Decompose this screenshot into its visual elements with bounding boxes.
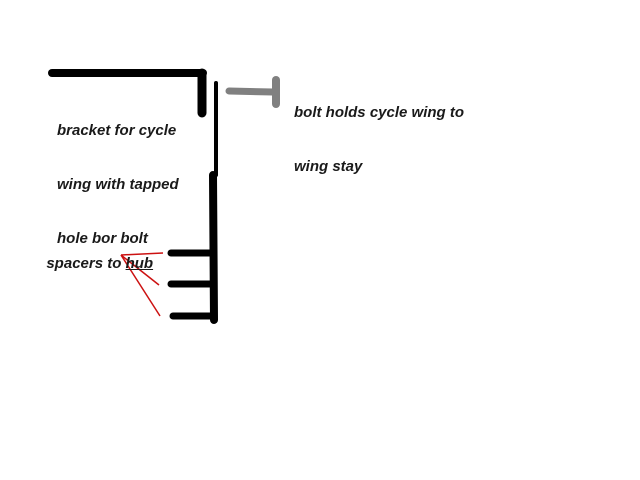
spacers-label: spacers to hub [38, 237, 153, 273]
spacers-label-prefix: spacers to [46, 255, 126, 272]
bolt-label-line2: wing stay [294, 158, 363, 175]
spacers-shape [167, 249, 216, 320]
bracket-label-line2: wing with tapped [57, 176, 179, 193]
bolt-label-line1: bolt holds cycle wing to [294, 104, 465, 121]
spacers-label-hub: hub [125, 255, 154, 272]
bracket-label-line1: bracket for cycle [57, 122, 177, 139]
bracket-shape [48, 68, 207, 118]
bracket-label-line3: hole bor bolt [57, 230, 148, 247]
pointer-lines [120, 252, 164, 317]
wing-stay-shape [209, 81, 218, 324]
bolt-shape [225, 76, 280, 108]
bolt-label: bolt holds cycle wing to wing stay [294, 68, 464, 194]
bracket-label: bracket for cycle wing with tapped hole … [57, 86, 179, 266]
